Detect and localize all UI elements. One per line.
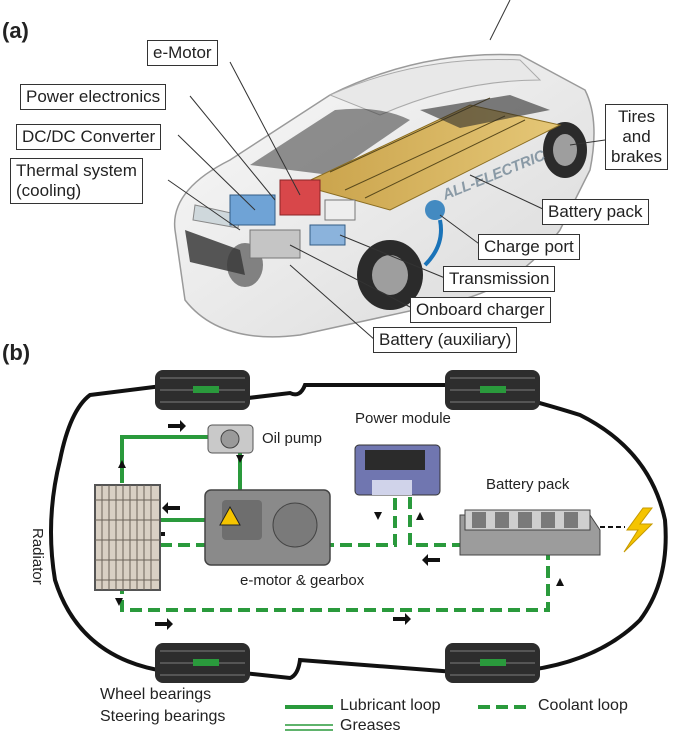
- note-wheel-bearings: Wheel bearings: [100, 686, 212, 703]
- arrow: [162, 502, 180, 514]
- arrow: [556, 578, 564, 586]
- arrow: [422, 554, 440, 566]
- car-body: [173, 53, 595, 338]
- callout-e-motor: e-Motor: [147, 40, 218, 66]
- arrow: [393, 613, 411, 625]
- thermal-line-2: (cooling): [16, 181, 82, 200]
- callout-thermal-system: Thermal system (cooling): [10, 158, 143, 204]
- tire-front-left: [155, 370, 250, 410]
- label-emotor-gearbox: e-motor & gearbox: [240, 572, 365, 589]
- oil-pump: [207, 424, 254, 454]
- arrow: [416, 512, 424, 520]
- radiator: [94, 484, 161, 591]
- legend: [285, 705, 530, 731]
- panel-b-label: (b): [2, 340, 31, 365]
- tire-rear-left: [155, 643, 250, 683]
- label-power-module: Power module: [355, 410, 451, 427]
- arrow: [155, 618, 173, 630]
- arrow: [115, 598, 123, 606]
- chassis-outline: [49, 381, 668, 681]
- label-radiator: Radiator: [29, 528, 46, 585]
- arrow: [168, 420, 186, 432]
- legend-lubricant-label: Lubricant loop: [340, 697, 441, 714]
- legend-coolant-label: Coolant loop: [538, 697, 628, 714]
- callout-battery-pack: Battery pack: [542, 199, 649, 225]
- label-battery-pack: Battery pack: [486, 476, 570, 493]
- panel-a-label: (a): [2, 18, 29, 43]
- callout-dcdc-converter: DC/DC Converter: [16, 124, 162, 150]
- callout-battery-auxiliary: Battery (auxiliary): [373, 327, 518, 353]
- note-steering-bearings: Steering bearings: [100, 708, 226, 725]
- callout-transmission: Transmission: [443, 266, 556, 292]
- lightning-bolt: [623, 507, 654, 553]
- power-module: [354, 444, 441, 496]
- thermal-line-1: Thermal system: [16, 161, 137, 180]
- tires-line-2: and: [622, 127, 651, 146]
- flow-arrows: [115, 420, 564, 630]
- tire-front-right: [445, 370, 540, 410]
- callout-charge-port: Charge port: [478, 234, 580, 260]
- callout-tires-brakes: Tires and brakes: [605, 104, 669, 170]
- tires-line-3: brakes: [611, 147, 663, 166]
- label-oil-pump: Oil pump: [262, 430, 323, 447]
- arrow: [118, 460, 126, 468]
- tire-rear-right: [445, 643, 540, 683]
- callout-power-electronics: Power electronics: [20, 84, 167, 110]
- arrow: [236, 455, 244, 463]
- arrow: [374, 512, 382, 520]
- emotor-gearbox: [204, 489, 331, 566]
- battery-pack: [459, 509, 625, 556]
- legend-greases-label: Greases: [340, 717, 401, 734]
- tires-line-1: Tires: [617, 107, 656, 126]
- callout-onboard-charger: Onboard charger: [410, 297, 551, 323]
- callout-leaders: [167, 0, 606, 341]
